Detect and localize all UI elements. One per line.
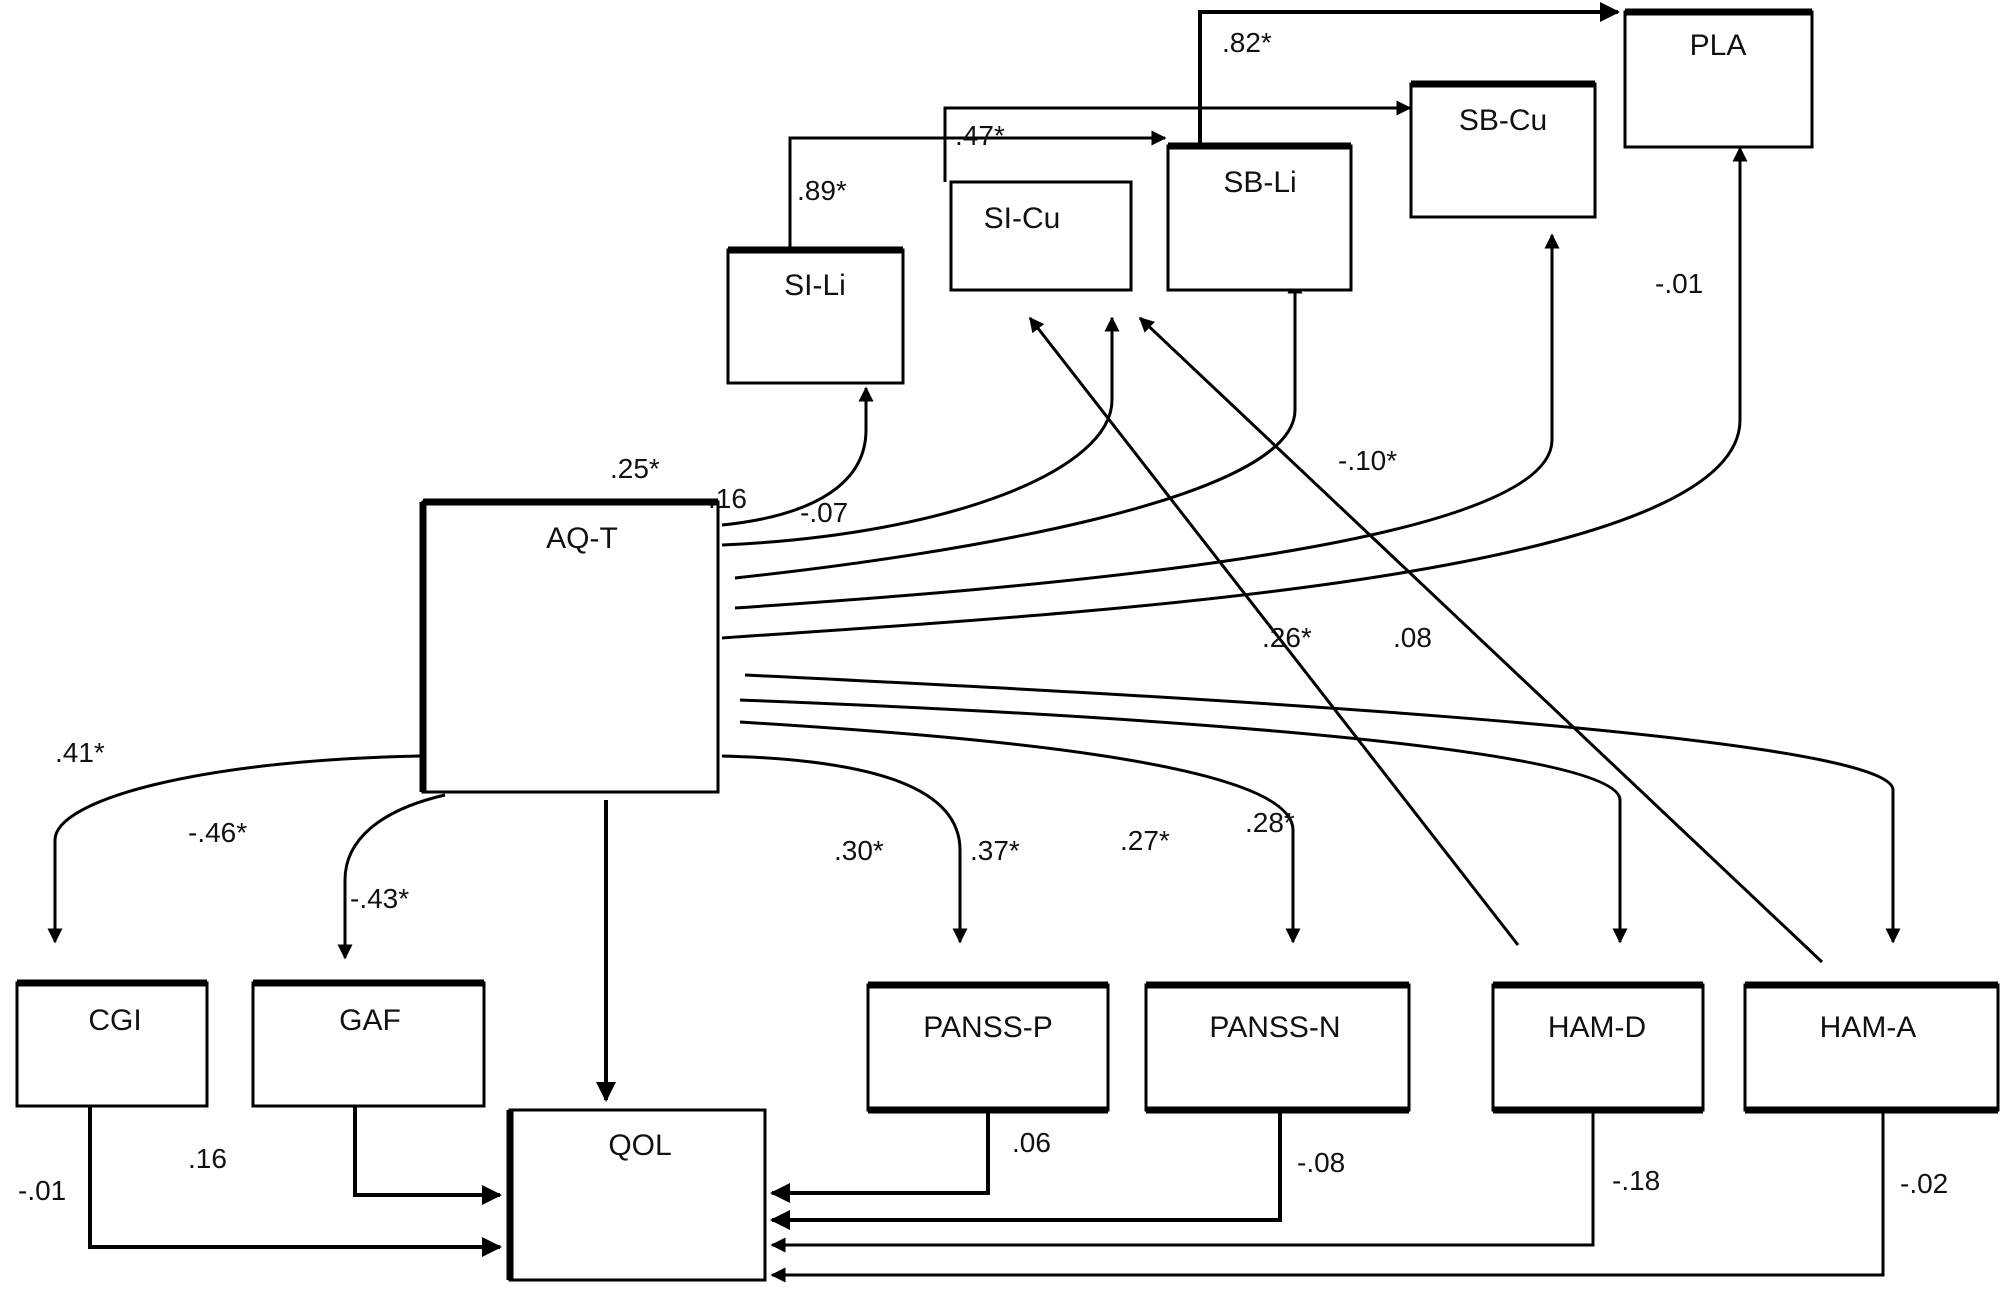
edge-cgi-qol (88, 1105, 502, 1257)
edge-hamd-qol (770, 1110, 1595, 1253)
nodes: PLA SB-Cu SB-Li SI-Cu SI-Li AQ-T (15, 8, 2000, 1282)
node-label-si-li: SI-Li (784, 269, 846, 302)
node-label-aq-t: AQ-T (546, 522, 618, 555)
edge-label-aqt-hamd: .27* (1120, 825, 1170, 856)
edge-label-aqt-sicu: .16 (708, 483, 747, 514)
edge-sicu-sbcu (943, 100, 1412, 182)
edge-label-aqt-pla: -.01 (1655, 268, 1703, 299)
edge-label-pansp-qol: .06 (1012, 1127, 1051, 1158)
node-panss-n: PANSS-N (1144, 981, 1411, 1114)
edge-label-hama-qol: -.02 (1900, 1168, 1948, 1199)
edge-label-sili-sbli: .89* (797, 175, 847, 206)
edge-aqt-sili (721, 386, 874, 527)
edge-label-gaf-qol: .16 (188, 1143, 227, 1174)
edge-aqt-sbli (734, 278, 1303, 580)
node-sb-li: SB-Li (1166, 142, 1353, 292)
edge-hamd-sicu (1028, 316, 1520, 946)
edge-aqt-sbcu (734, 233, 1560, 610)
edge-aqt-cgi (47, 754, 421, 944)
edge-aqt-pla (721, 146, 1748, 640)
edge-label-pansn-qol: -.08 (1297, 1147, 1345, 1178)
edge-label-aqt-gaf: -.46* (188, 817, 247, 848)
edge-label-aqt-qol: -.43* (350, 883, 409, 914)
edge-label-hamd-sicu: .26* (1262, 622, 1312, 653)
edge-label-aqt-sbcu: -.10* (1338, 445, 1397, 476)
node-pla: PLA (1623, 8, 1814, 149)
edge-pansp-qol (770, 1110, 990, 1203)
edge-label-sicu-sbcu: .47* (955, 120, 1005, 151)
node-label-ham-d: HAM-D (1548, 1011, 1646, 1044)
node-label-panss-n: PANSS-N (1209, 1011, 1340, 1044)
edge-sili-sbli (788, 130, 1167, 250)
node-label-pla: PLA (1690, 29, 1747, 62)
edge-pansn-qol (770, 1110, 1282, 1230)
node-label-si-cu: SI-Cu (984, 202, 1061, 235)
node-si-li: SI-Li (726, 246, 905, 385)
edge-aqt-pansp (721, 754, 968, 944)
node-cgi: CGI (15, 979, 209, 1108)
edge-hama-sbli (1138, 316, 1824, 964)
edge-label-sbli-pla: .82* (1222, 27, 1272, 58)
edge-label-aqt-pansp: .30* (834, 835, 884, 866)
edge-label-aqt-cgi: .41* (55, 737, 105, 768)
node-panss-p: PANSS-P (866, 981, 1110, 1114)
node-label-panss-p: PANSS-P (923, 1011, 1052, 1044)
edge-label-aqt-hama: .28* (1245, 807, 1295, 838)
edges (47, 2, 1901, 1283)
node-ham-d: HAM-D (1491, 981, 1705, 1114)
node-label-sb-cu: SB-Cu (1459, 104, 1547, 137)
edge-label-aqt-sili: .25* (610, 453, 660, 484)
edge-aqt-gaf (337, 793, 446, 960)
node-gaf: GAF (251, 979, 486, 1108)
edge-label-cgi-qol: -.01 (18, 1175, 66, 1206)
edge-gaf-qol (353, 1105, 502, 1205)
node-ham-a: HAM-A (1743, 981, 2000, 1114)
node-qol: QOL (506, 1108, 767, 1282)
node-label-ham-a: HAM-A (1820, 1011, 1917, 1044)
edge-hama-qol (770, 1110, 1885, 1283)
edge-labels: .82* .89* .47* .25* .16 -.07 -.10* -.01 … (18, 27, 1948, 1206)
node-label-gaf: GAF (339, 1004, 401, 1037)
node-si-cu: SI-Cu (949, 180, 1133, 292)
node-label-qol: QOL (608, 1129, 671, 1162)
node-label-cgi: CGI (88, 1004, 141, 1037)
edge-aqt-hama (744, 673, 1901, 944)
edge-label-hama-sbli: .08 (1393, 622, 1432, 653)
edge-aqt-pansn (739, 720, 1301, 944)
node-label-sb-li: SB-Li (1223, 166, 1296, 199)
node-aq-t: AQ-T (419, 498, 720, 794)
edge-aqt-sicu (721, 316, 1120, 547)
edge-label-aqt-sbli: -.07 (800, 497, 848, 528)
edge-label-aqt-pansn: .37* (970, 835, 1020, 866)
node-sb-cu: SB-Cu (1409, 80, 1597, 219)
edge-aqt-hamd (739, 698, 1628, 944)
edge-sbli-pla (1198, 2, 1620, 148)
edge-label-hamd-qol: -.18 (1612, 1165, 1660, 1196)
